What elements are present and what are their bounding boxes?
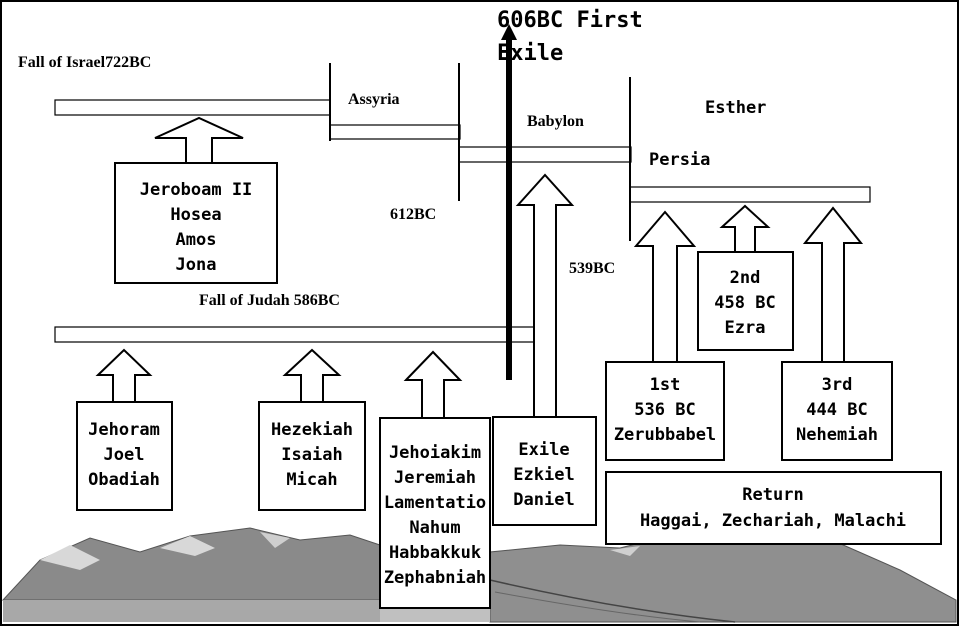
israel-prophets-line: Hosea	[170, 205, 221, 225]
second-return-box-line: Ezra	[725, 318, 766, 338]
israel-prophets-line: Jona	[176, 255, 217, 275]
fall-of-israel-label: Fall of Israel722BC	[18, 54, 151, 71]
israel-prophets-line: Jeroboam II	[140, 180, 253, 200]
israel-timeline-bar	[55, 100, 330, 115]
babylon-label: Babylon	[527, 113, 584, 130]
return-box-prophets: Haggai, Zechariah, Malachi	[640, 511, 906, 531]
jehoiakim-box-line: Nahum	[409, 518, 460, 538]
539bc-label: 539BC	[569, 260, 615, 277]
esther-label: Esther	[705, 98, 766, 118]
third-return-box-line: 444 BC	[806, 400, 867, 420]
jehoram-box-line: Jehoram	[88, 420, 160, 440]
first-return-box-line: 536 BC	[634, 400, 695, 420]
third-return-box-line: Nehemiah	[796, 425, 878, 445]
jehoram-box-line: Obadiah	[88, 470, 160, 490]
exile-box-line: Exile	[518, 440, 569, 460]
persia-label: Persia	[649, 150, 710, 170]
jehoram-box-line: Joel	[104, 445, 145, 465]
second-return-box-line: 2nd	[730, 268, 761, 288]
hezekiah-box-line: Hezekiah	[271, 420, 353, 440]
israel-prophets-line: Amos	[176, 230, 217, 250]
third-return-box-line: 3rd	[822, 375, 853, 395]
first-return-box-line: Zerubbabel	[614, 425, 716, 445]
612bc-label: 612BC	[390, 206, 436, 223]
hezekiah-box-line: Micah	[286, 470, 337, 490]
judah-timeline-bar	[55, 327, 547, 342]
jehoiakim-box-line: Jeremiah	[394, 468, 476, 488]
jehoiakim-box-line: Habbakkuk	[389, 543, 481, 563]
return-box	[606, 472, 941, 544]
first-exile-label-line1: 606BC First	[497, 8, 643, 33]
jehoiakim-box-line: Lamentatio	[384, 493, 486, 513]
second-return-box-line: 458 BC	[714, 293, 775, 313]
first-return-box-line: 1st	[650, 375, 681, 395]
first-exile-label-line2: Exile	[497, 41, 563, 66]
persia-timeline-bar	[630, 187, 870, 202]
exile-box-line: Ezkiel	[513, 465, 574, 485]
babylon-timeline-bar	[459, 147, 631, 162]
jehoiakim-box-line: Zephabniah	[384, 568, 486, 588]
hezekiah-box-line: Isaiah	[281, 445, 342, 465]
return-box-title: Return	[742, 485, 803, 505]
assyria-label: Assyria	[348, 91, 400, 108]
assyria-timeline-bar	[330, 125, 460, 139]
fall-of-judah-label: Fall of Judah 586BC	[199, 292, 340, 309]
jehoiakim-box-line: Jehoiakim	[389, 443, 481, 463]
exile-box-line: Daniel	[513, 490, 574, 510]
